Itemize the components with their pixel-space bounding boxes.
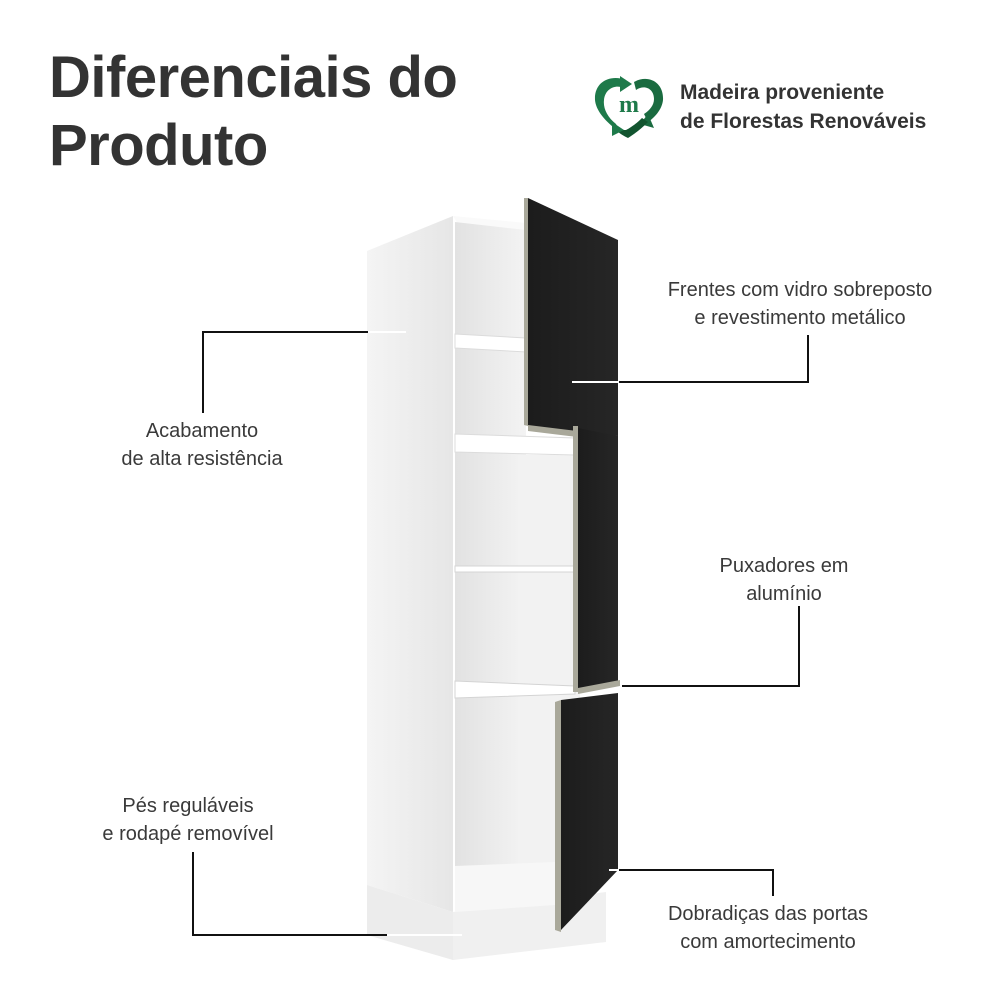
feature-label-frentes: Frentes com vidro sobreposto e revestime… <box>667 279 933 329</box>
badge-line-1: Madeira proveniente <box>680 81 885 104</box>
callout-line-pes-v <box>192 852 194 936</box>
feature-label-dobradicas: Dobradiças das portas com amortecimento <box>667 903 869 953</box>
callout-line-frentes-h <box>619 381 809 383</box>
callout-line-dobradicas-h <box>619 869 774 871</box>
title-line-2: Produto <box>49 113 268 178</box>
callout-line-acabamento-v <box>202 331 204 413</box>
svg-text:m: m <box>619 92 639 118</box>
callout-line-frentes-h-white <box>572 381 619 383</box>
top-door <box>528 198 618 440</box>
callout-line-puxadores-v <box>798 606 800 687</box>
callout-line-pes-h-white <box>387 934 462 936</box>
middle-door <box>578 428 618 690</box>
side-panel <box>367 216 453 912</box>
callout-line-acabamento-h <box>202 331 368 333</box>
sustainability-badge: m Madeira proveniente de Florestas Renov… <box>590 72 926 142</box>
callout-line-pes-h <box>192 934 387 936</box>
badge-text: Madeira proveniente de Florestas Renováv… <box>680 78 926 136</box>
page-title: Diferenciais do Produto <box>49 44 458 180</box>
bottom-door <box>561 693 618 930</box>
callout-line-puxadores-h <box>622 685 800 687</box>
feature-label-pes: Pés reguláveis e rodapé removível <box>102 795 274 845</box>
callout-line-dobradicas-v <box>772 869 774 896</box>
callout-line-acabamento-h-white <box>368 331 406 333</box>
title-line-1: Diferenciais do <box>49 45 458 110</box>
recycle-heart-m-icon: m <box>594 76 664 138</box>
feature-label-acabamento: Acabamento de alta resistência <box>121 420 283 470</box>
feature-label-puxadores: Puxadores em alumínio <box>719 555 849 605</box>
callout-line-dobradicas-h-white <box>609 869 619 871</box>
badge-line-2: de Florestas Renováveis <box>680 110 927 133</box>
callout-line-frentes-v <box>807 335 809 383</box>
